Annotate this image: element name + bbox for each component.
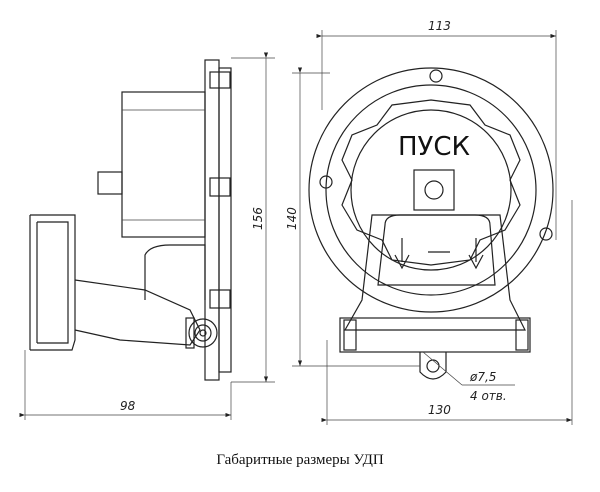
dim-113: 113 bbox=[428, 19, 451, 33]
dim-130: 130 bbox=[428, 403, 451, 417]
caption: Габаритные размеры УДП bbox=[216, 452, 384, 468]
start-label: ПУСК bbox=[398, 132, 470, 162]
side-view bbox=[29, 59, 232, 381]
dimension-lines: 113 156 140 98 130 ø7,5 4 отв. bbox=[19, 19, 573, 425]
dim-hole-count: 4 отв. bbox=[470, 389, 507, 403]
dim-98: 98 bbox=[120, 399, 136, 413]
dim-hole-diameter: ø7,5 bbox=[469, 370, 496, 384]
dim-140: 140 bbox=[285, 207, 299, 230]
dim-156: 156 bbox=[251, 207, 265, 230]
front-view: ПУСК bbox=[308, 67, 554, 380]
